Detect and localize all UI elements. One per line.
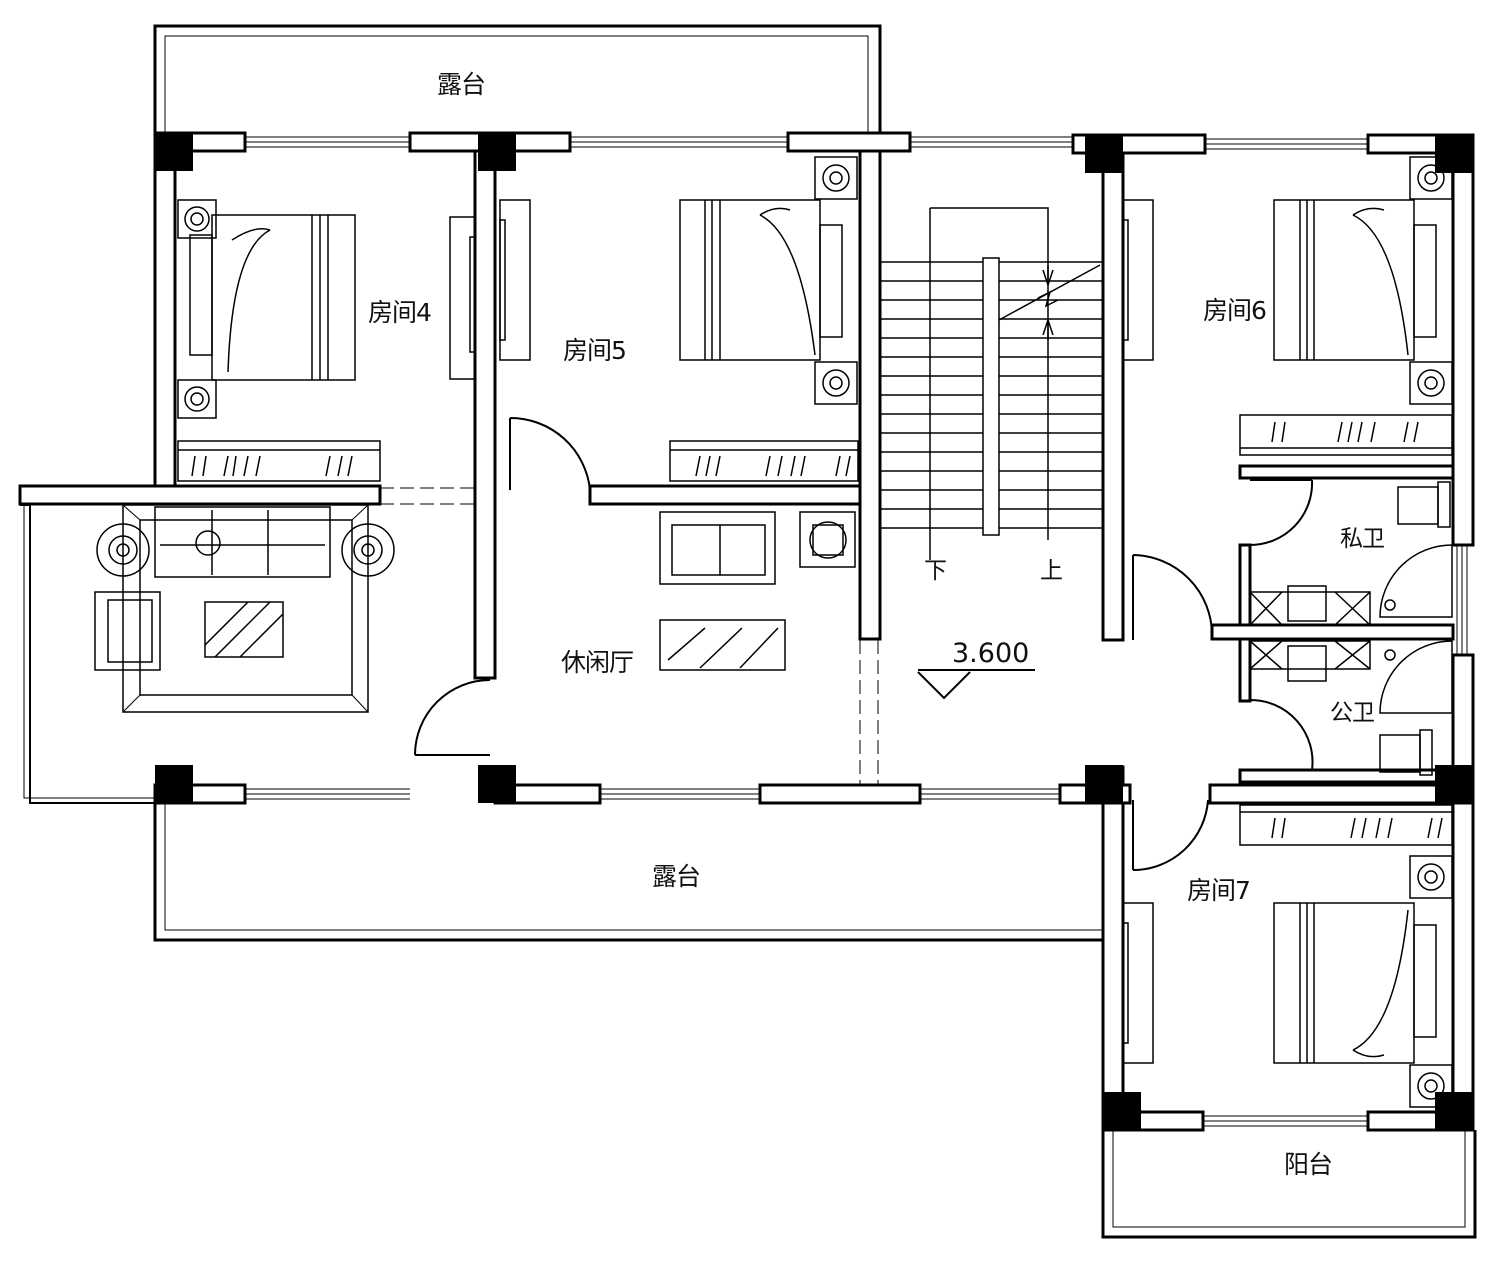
bed-room6	[1273, 156, 1453, 405]
lounge-label: 休闲厅	[561, 648, 634, 677]
stair-up-label: 上	[1040, 558, 1063, 584]
wardrobe-room6	[1239, 414, 1453, 456]
bathroom-fixtures	[1249, 481, 1453, 776]
elevation-label: 3.600	[952, 638, 1030, 669]
staircase	[880, 207, 1103, 560]
lounge-furniture-left	[94, 504, 395, 713]
wardrobe-room7	[1239, 804, 1453, 846]
balcony-outline	[1101, 1130, 1477, 1239]
room7-label: 房间7	[1187, 876, 1251, 905]
bed-room5	[679, 156, 858, 405]
beds	[177, 156, 1453, 1108]
wardrobes	[177, 199, 1453, 1064]
elevation-marker	[917, 669, 1035, 700]
bed-room4	[177, 199, 356, 419]
tv-cabinet-room4	[449, 216, 476, 380]
room4-label: 房间4	[368, 298, 432, 327]
terrace-left-outline	[20, 504, 155, 804]
windows	[245, 136, 1468, 1127]
lounge-furniture	[659, 511, 856, 671]
room6-label: 房间6	[1203, 296, 1267, 325]
wardrobe-room5	[669, 440, 859, 482]
doors	[414, 416, 1314, 872]
terrace-top-label: 露台	[437, 70, 486, 99]
tv-cabinet-room7	[1122, 902, 1154, 1064]
columns	[155, 133, 1473, 1130]
balcony-label: 阳台	[1284, 1150, 1333, 1179]
tv-cabinet-room5	[499, 199, 531, 361]
room5-label: 房间5	[563, 336, 627, 365]
terrace-top-outline	[153, 24, 882, 133]
bed-room7	[1273, 855, 1453, 1108]
openings	[380, 487, 879, 785]
public-bath-label: 公卫	[1330, 700, 1375, 726]
private-bath-label: 私卫	[1340, 526, 1385, 552]
wardrobe-room4	[177, 440, 381, 482]
stair-down-label: 下	[924, 558, 947, 584]
tv-cabinet-room6	[1122, 199, 1154, 361]
terrace-bottom-outline	[153, 803, 1103, 942]
terrace-bottom-label: 露台	[652, 862, 701, 891]
